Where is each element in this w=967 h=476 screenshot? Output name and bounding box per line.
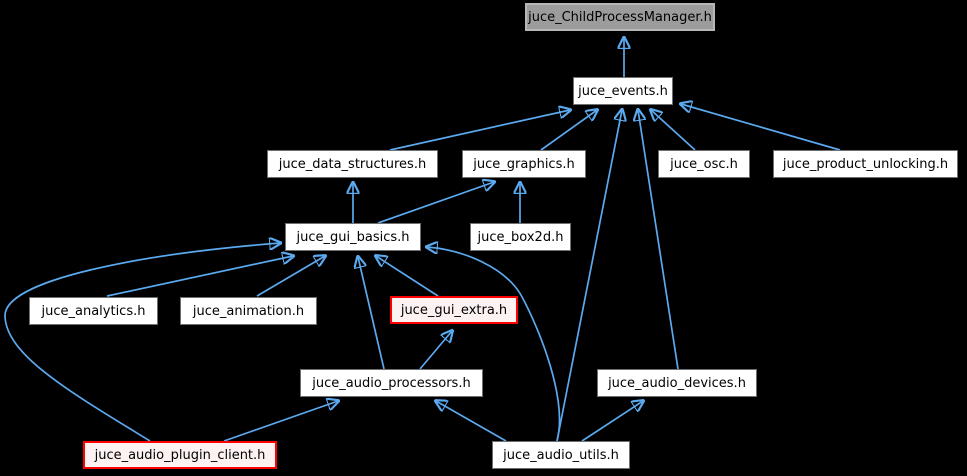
node-juce-gui-extra[interactable]: juce_gui_extra.h bbox=[390, 296, 518, 324]
node-juce-audio-processors[interactable]: juce_audio_processors.h bbox=[300, 369, 483, 397]
node-juce-audio-plugin-client[interactable]: juce_audio_plugin_client.h bbox=[83, 441, 277, 469]
node-juce-child-process-manager[interactable]: juce_ChildProcessManager.h bbox=[525, 3, 715, 31]
node-juce-product-unlocking[interactable]: juce_product_unlocking.h bbox=[773, 150, 958, 178]
edge-gui-basics-to-graphics bbox=[377, 182, 494, 224]
edge-product-unlocking-to-events bbox=[681, 104, 841, 151]
edge-audio-utils-to-events bbox=[556, 110, 622, 442]
edge-audio-utils-to-audio-devices bbox=[581, 401, 643, 442]
edge-audio-utils-to-audio-processors bbox=[436, 401, 507, 442]
node-juce-box2d[interactable]: juce_box2d.h bbox=[470, 223, 571, 251]
edge-graphics-to-events bbox=[540, 110, 597, 151]
node-juce-events[interactable]: juce_events.h bbox=[573, 77, 673, 105]
node-juce-osc[interactable]: juce_osc.h bbox=[658, 150, 750, 178]
edge-audio-plugin-client-to-audio-processors bbox=[223, 401, 338, 442]
node-juce-analytics[interactable]: juce_analytics.h bbox=[29, 297, 158, 325]
node-juce-gui-basics[interactable]: juce_gui_basics.h bbox=[285, 223, 421, 251]
edge-audio-plugin-client-to-gui-basics bbox=[4, 243, 280, 442]
node-juce-animation[interactable]: juce_animation.h bbox=[180, 297, 317, 325]
edge-data-structures-to-events bbox=[389, 110, 570, 151]
edge-audio-utils-to-gui-basics bbox=[427, 247, 561, 442]
edge-osc-to-events bbox=[651, 110, 696, 151]
edge-analytics-to-gui-basics bbox=[106, 256, 293, 297]
node-juce-audio-devices[interactable]: juce_audio_devices.h bbox=[597, 369, 757, 397]
edge-gui-extra-to-gui-basics bbox=[376, 256, 439, 297]
edge-audio-devices-to-events bbox=[638, 110, 679, 370]
edge-audio-processors-to-gui-extra bbox=[419, 331, 452, 370]
edge-audio-processors-to-gui-basics bbox=[358, 257, 385, 370]
node-juce-data-structures[interactable]: juce_data_structures.h bbox=[267, 150, 438, 178]
node-juce-graphics[interactable]: juce_graphics.h bbox=[462, 150, 586, 178]
node-juce-audio-utils[interactable]: juce_audio_utils.h bbox=[492, 441, 630, 469]
edge-animation-to-gui-basics bbox=[256, 256, 325, 297]
